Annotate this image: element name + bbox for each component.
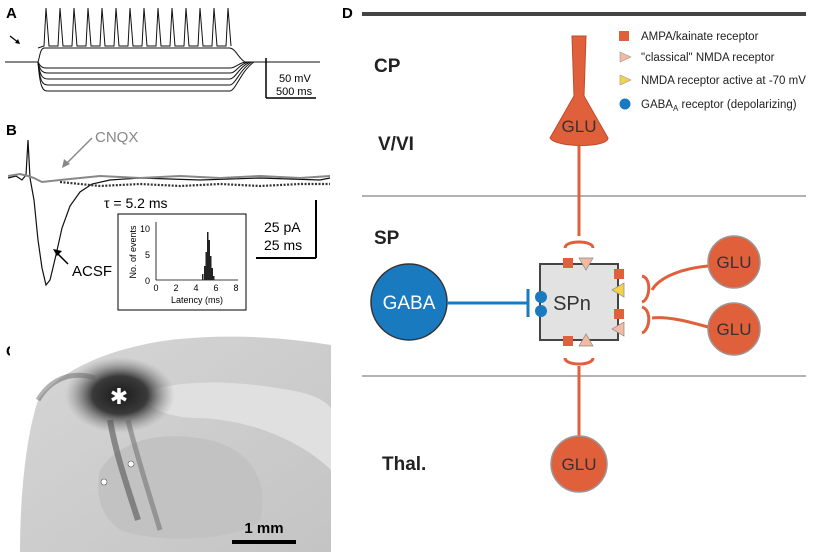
histogram-bars — [202, 232, 215, 280]
svg-text:GLU: GLU — [717, 253, 752, 272]
legend: AMPA/kainate receptor "classical" NMDA r… — [619, 31, 806, 113]
inset-xtick-4: 4 — [193, 283, 198, 293]
panel-a: A 50 mV 500 ms — [5, 5, 320, 99]
legend-nmda-70: NMDA receptor active at -70 mV — [641, 75, 806, 87]
spn-label: SPn — [553, 293, 591, 315]
scale-time-b: 25 ms — [264, 237, 302, 253]
panel-c: C ✱ 1 mm — [6, 330, 331, 552]
gaba-neuron: GABA — [370, 263, 530, 341]
inset-ytick-5: 5 — [145, 250, 150, 260]
marker-dot — [100, 478, 108, 486]
triangle-icon — [619, 74, 632, 86]
inset-ytick-10: 10 — [140, 224, 150, 234]
inset-xtick-6: 6 — [213, 283, 218, 293]
inset-xtick-8: 8 — [233, 283, 238, 293]
acsf-annotation: ACSF — [53, 249, 112, 280]
panel-b-label: B — [6, 122, 17, 139]
scale-voltage: 50 mV — [279, 73, 311, 85]
region-sp: SP — [374, 228, 400, 249]
legend-gaba: GABAA receptor (depolarizing) — [641, 99, 797, 113]
inset-xlabel: Latency (ms) — [171, 295, 223, 305]
pyramidal-neuron: GLU — [549, 35, 609, 236]
spike-train — [37, 7, 232, 49]
thal-label: GLU — [562, 455, 597, 474]
brain-slice-image: ✱ 1 mm — [10, 330, 331, 552]
inset-ytick-0: 0 — [145, 276, 150, 286]
legend-nmda-classical: "classical" NMDA receptor — [641, 52, 775, 64]
scale-current: 25 pA — [264, 219, 301, 235]
marker-dot — [127, 460, 135, 468]
triangle-icon — [619, 51, 632, 63]
arrow-icon — [9, 35, 20, 44]
latency-histogram-inset: 0 5 10 0 2 4 6 8 No. of events Latency (… — [117, 213, 247, 311]
region-cp: CP — [374, 56, 401, 77]
scale-bar-b: 25 pA 25 ms — [256, 200, 317, 259]
region-v-vi: V/VI — [378, 134, 414, 155]
cnqx-annotation: CNQX — [62, 129, 138, 168]
legend-ampa: AMPA/kainate receptor — [641, 31, 759, 43]
panel-b: B CNQX τ = 5.2 ms ACSF 25 pA 25 ms 0 — [6, 122, 331, 311]
spn-neuron: SPn — [535, 257, 625, 347]
svg-text:GLU: GLU — [717, 320, 752, 339]
acsf-label: ACSF — [72, 263, 112, 280]
inset-xtick-2: 2 — [173, 283, 178, 293]
thalamic-neuron: GLU — [550, 357, 608, 493]
inset-ylabel: No. of events — [128, 225, 138, 279]
panel-d-label: D — [342, 5, 353, 22]
inset-xtick-0: 0 — [153, 283, 158, 293]
star-icon: ✱ — [110, 385, 128, 410]
pyramid-label: GLU — [562, 117, 597, 136]
glu-neuron-right-1: GLU — [641, 235, 761, 304]
square-icon — [619, 31, 629, 41]
scale-mm: 1 mm — [244, 520, 283, 537]
glu-neuron-right-2: GLU — [641, 302, 761, 356]
scale-bar-a: 50 mV 500 ms — [265, 58, 316, 99]
panel-a-label: A — [6, 5, 17, 22]
panel-d: D CP V/VI SP Thal. AMPA/kainate receptor… — [342, 5, 806, 493]
scale-time: 500 ms — [276, 86, 313, 98]
region-thal: Thal. — [382, 454, 426, 475]
circle-icon — [619, 98, 631, 110]
current-traces — [7, 139, 331, 287]
tau-label: τ = 5.2 ms — [104, 195, 168, 211]
cnqx-label: CNQX — [95, 129, 138, 146]
voltage-traces — [5, 7, 320, 92]
gaba-label: GABA — [383, 293, 436, 314]
